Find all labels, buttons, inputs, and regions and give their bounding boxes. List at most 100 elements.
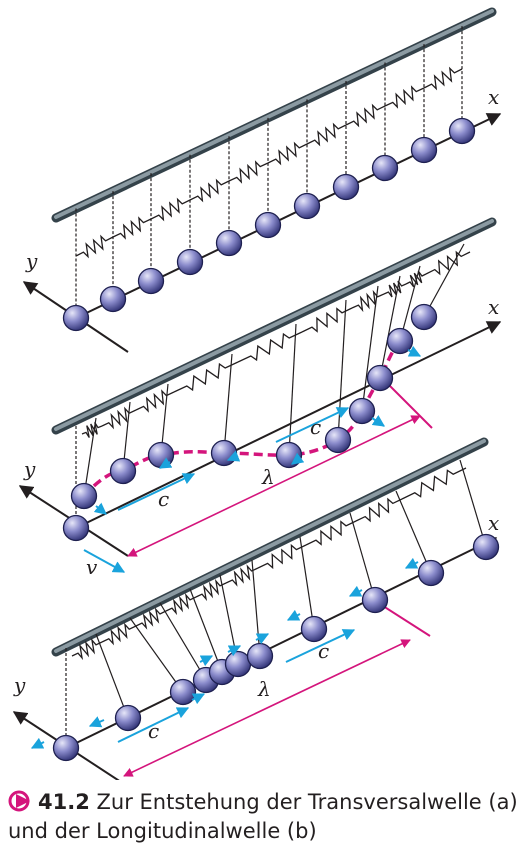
lambda-arrow-panel-b — [123, 639, 411, 777]
sphere-top-2 — [137, 267, 165, 295]
spring-a-4 — [237, 331, 303, 363]
sphere-top-4 — [215, 229, 243, 257]
c-label-panel-b-1: c — [148, 719, 159, 743]
thread-b-3 — [159, 602, 207, 681]
sphere-top-1 — [99, 285, 127, 313]
vel-arrow-b-1 — [30, 737, 45, 749]
springs — [71, 66, 471, 661]
sphere-b-6 — [246, 642, 274, 670]
rod-panel-a-highlight — [54, 219, 494, 431]
sphere-a-2 — [109, 457, 137, 485]
rod-panel-top-highlight — [54, 9, 494, 219]
play-circle-icon — [8, 790, 30, 812]
c-label-panel-a-2: c — [310, 415, 321, 439]
thread-a-10 — [423, 243, 465, 318]
spring-top-0 — [75, 234, 114, 259]
sphere-b-7 — [300, 615, 328, 643]
thread-a-6 — [337, 299, 347, 441]
thread-b-6 — [251, 559, 261, 657]
sphere-b-10 — [472, 533, 500, 561]
v-arrow-panel-a — [83, 549, 126, 573]
sphere-a-6 — [324, 426, 352, 454]
spring-top-6 — [306, 122, 347, 147]
figure-number: 41.2 — [38, 790, 90, 814]
sphere-a-8 — [366, 364, 394, 392]
sphere-top-9 — [410, 136, 438, 164]
sphere-top-5 — [254, 211, 282, 239]
vel-arrow-b-6 — [255, 633, 270, 645]
spring-top-4 — [228, 160, 269, 184]
spring-b-3 — [165, 592, 197, 616]
sphere-a-5 — [275, 441, 303, 469]
thread-b-9 — [395, 490, 432, 574]
x-axis-panel-a — [75, 321, 502, 529]
x-label-panel-a: x — [488, 295, 499, 319]
spring-a-6 — [351, 289, 385, 313]
x-label-panel-b: x — [488, 511, 499, 535]
thread-a-4 — [223, 353, 233, 454]
vel-arrow-b-9 — [404, 557, 419, 569]
y-label-panel-a: y — [23, 457, 36, 481]
sphere-top-0 — [62, 304, 90, 332]
spring-b-2 — [135, 607, 167, 630]
sphere-b-8 — [361, 586, 389, 614]
spring-a-2 — [135, 389, 175, 413]
sphere-a-9 — [386, 327, 414, 355]
spring-a-3 — [173, 361, 239, 393]
spring-b-0 — [71, 637, 103, 661]
spring-b-1 — [101, 622, 137, 646]
sphere-a-4 — [210, 439, 238, 467]
sphere-b-9 — [417, 559, 445, 587]
lambda-label-panel-a: λ — [261, 465, 275, 489]
spring-top-9 — [423, 66, 463, 91]
sphere-top-8 — [371, 154, 399, 182]
spring-top-5 — [267, 141, 308, 166]
thread-a-7 — [361, 285, 379, 412]
c-label-panel-a-1: c — [158, 487, 169, 511]
spring-top-7 — [345, 103, 386, 128]
thread-b-1 — [95, 633, 129, 719]
wave-front-marker-b — [379, 603, 431, 637]
thread-b-8 — [349, 512, 376, 601]
spring-top-2 — [150, 197, 191, 222]
sphere-a-7 — [348, 397, 376, 425]
vel-arrow-b-5 — [199, 655, 214, 667]
sphere-a-10 — [410, 303, 438, 331]
x-label-panel-top: x — [488, 85, 499, 109]
axes — [12, 113, 502, 780]
sphere-top-10 — [448, 117, 476, 145]
spring-a-0 — [81, 422, 103, 438]
sphere-a-0 — [62, 514, 90, 542]
labels: x y x y c c λ v x y c c λ — [13, 85, 499, 743]
thread-b-10 — [459, 459, 487, 548]
sphere-top-7 — [332, 173, 360, 201]
vel-arrow-b-2 — [88, 716, 105, 728]
sphere-b-5 — [224, 650, 252, 678]
vel-arrow-b-7 — [286, 609, 301, 621]
pendulum-threads — [65, 26, 487, 748]
spring-b-5 — [225, 564, 259, 587]
vel-arrow-b-8 — [348, 585, 363, 597]
lambda-arrow-panel-a — [127, 415, 421, 557]
sphere-b-1 — [114, 704, 142, 732]
spring-b-4 — [195, 578, 227, 602]
spring-a-9 — [425, 250, 471, 276]
wave-figure: x y x y c c λ v x y c c λ — [12, 7, 502, 780]
sphere-b-0 — [52, 734, 80, 762]
spring-top-3 — [189, 178, 230, 203]
sphere-top-6 — [293, 192, 321, 220]
thread-a-1 — [83, 417, 97, 497]
spring-top-8 — [384, 85, 425, 109]
figure-caption: 41.2 Zur Entstehung der Transversalwelle… — [8, 788, 518, 846]
spring-a-7 — [383, 280, 407, 298]
velocity-arrows — [30, 345, 422, 777]
lambda-label-panel-b: λ — [257, 677, 271, 701]
v-label-panel-a: v — [86, 555, 98, 579]
thread-b-7 — [299, 536, 315, 630]
spring-a-1 — [101, 406, 137, 430]
spring-a-8 — [405, 270, 427, 288]
pendulum-spheres — [52, 117, 500, 762]
vel-arrow-a-1 — [93, 502, 107, 515]
spring-a-5 — [301, 307, 353, 333]
y-label-panel-top: y — [25, 249, 38, 273]
